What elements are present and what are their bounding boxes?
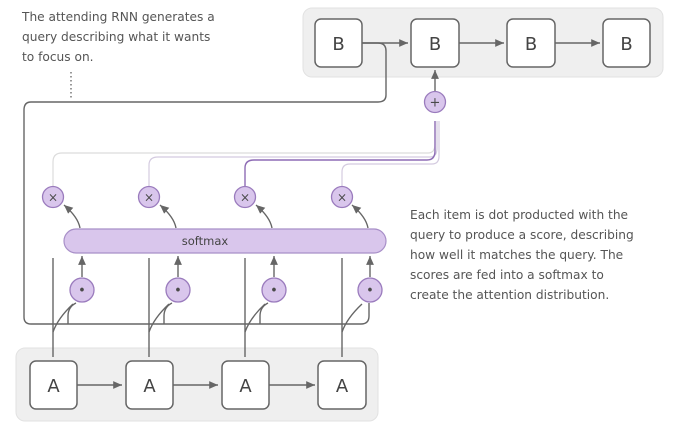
query-branch-2 [163, 302, 173, 324]
weighted-path-4 [341, 121, 440, 186]
query-annotation-line: The attending RNN generates a [22, 10, 215, 24]
encoder-box-2: A [125, 360, 174, 410]
multiply-symbol: × [337, 191, 347, 205]
decoder-label: B [525, 34, 537, 55]
softmax-label: softmax [182, 234, 229, 248]
dot-node-1: • [69, 277, 95, 303]
encoder-to-dot-2 [148, 303, 170, 333]
dot-symbol: • [78, 284, 86, 299]
decoder-label: B [429, 34, 441, 55]
score-annotation-line: create the attention distribution. [410, 288, 610, 302]
score-annotation-line: scores are fed into a softmax to [410, 268, 604, 282]
encoder-to-dot-1 [52, 303, 74, 333]
dot-symbol: • [270, 284, 278, 299]
encoder-label: A [239, 376, 252, 397]
multiply-node-4: × [330, 185, 354, 209]
encoder-label: A [143, 376, 156, 397]
sum-symbol: + [430, 96, 441, 111]
score-annotation: Each item is dot producted with the quer… [410, 205, 634, 305]
encoder-label: A [47, 376, 60, 397]
dot-node-3: • [261, 277, 287, 303]
sum-node: + [423, 90, 447, 114]
encoder-box-4: A [317, 360, 367, 410]
query-annotation-line: to focus on. [22, 50, 94, 64]
dot-symbol: • [174, 284, 182, 299]
multiply-symbol: × [240, 191, 250, 205]
dot-node-4: • [357, 277, 383, 303]
query-annotation-line: query describing what it wants [22, 30, 211, 44]
encoder-to-dot-3 [244, 303, 266, 333]
score-annotation-line: query to produce a score, describing [410, 228, 634, 242]
decoder-box-1: B [314, 18, 363, 68]
decoder-box-4: B [602, 18, 651, 68]
encoder-label: A [336, 376, 349, 397]
encoder-box-3: A [221, 360, 270, 410]
softmax-to-mult-1 [63, 204, 81, 229]
encoder-box-1: A [29, 360, 78, 410]
multiply-symbol: × [48, 191, 58, 205]
multiply-node-1: × [41, 185, 65, 209]
dot-node-2: • [165, 277, 191, 303]
dot-symbol: • [366, 284, 374, 299]
weighted-path-2 [148, 121, 438, 186]
multiply-node-3: × [233, 185, 257, 209]
query-path [23, 42, 387, 325]
softmax-to-mult-3 [255, 204, 273, 229]
softmax-to-mult-4 [351, 204, 369, 229]
score-annotation-line: how well it matches the query. The [410, 248, 624, 262]
softmax-to-mult-2 [159, 204, 177, 229]
weighted-path-3-highlighted [244, 121, 436, 186]
softmax-bar: softmax [63, 228, 387, 254]
encoder-row: A A A A [29, 360, 367, 410]
encoder-to-dot-4 [341, 303, 363, 333]
multiply-symbol: × [144, 191, 154, 205]
score-annotation-line: Each item is dot producted with the [410, 208, 629, 222]
decoder-row: B B B B [314, 18, 651, 68]
query-branch-1 [67, 302, 77, 324]
decoder-box-3: B [506, 18, 556, 68]
decoder-label: B [332, 34, 344, 55]
multiply-node-2: × [137, 185, 161, 209]
decoder-label: B [620, 34, 632, 55]
multiply-nodes: × × × × [41, 185, 354, 209]
decoder-box-2: B [410, 18, 460, 68]
dot-nodes: • • • • [69, 277, 383, 303]
query-branch-3 [259, 302, 269, 324]
weighted-path-1 [52, 121, 436, 186]
query-annotation: The attending RNN generates a query desc… [22, 7, 215, 67]
